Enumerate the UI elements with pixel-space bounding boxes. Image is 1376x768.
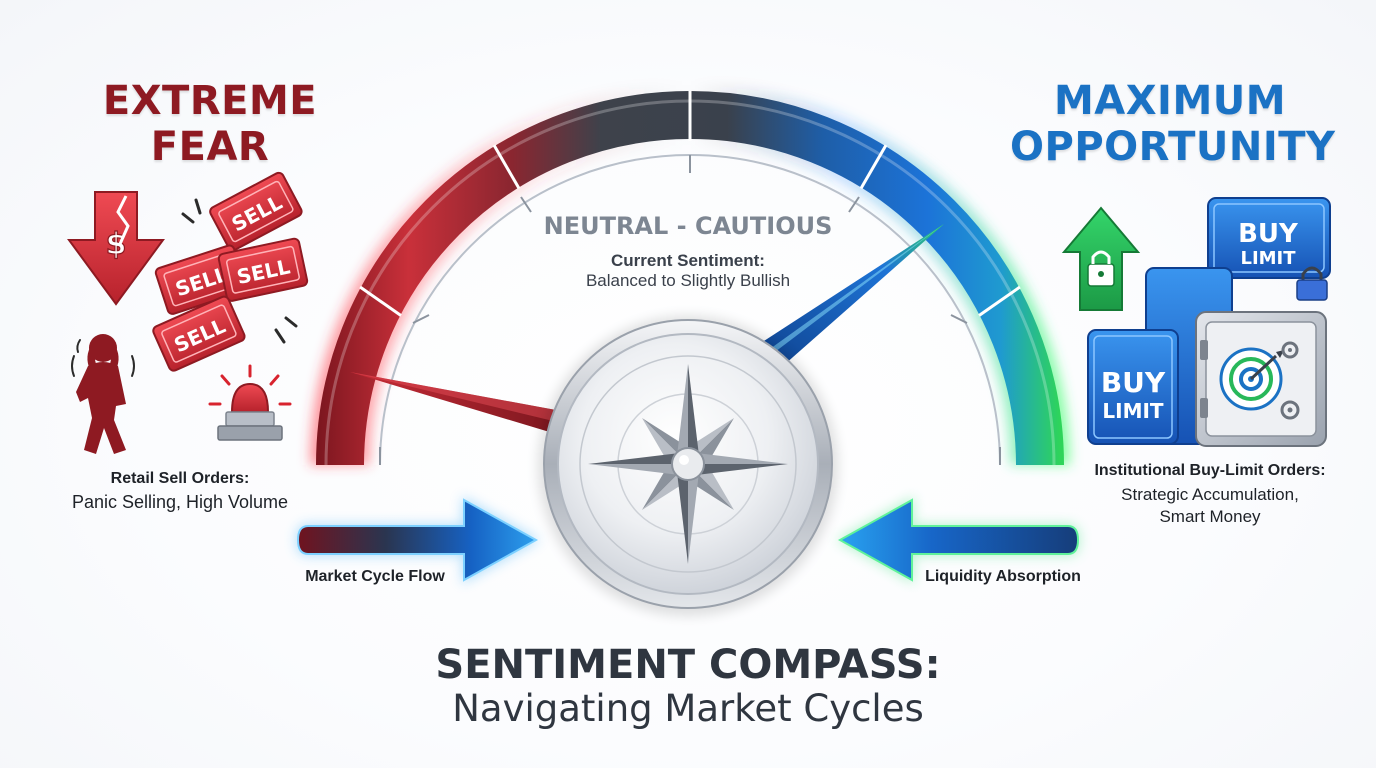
svg-text:BUY: BUY bbox=[1238, 219, 1299, 249]
maximum-opportunity-title-line1: MAXIMUM bbox=[1053, 78, 1287, 124]
liquidity-absorption-label: Liquidity Absorption bbox=[925, 568, 1081, 585]
current-sentiment-value: Balanced to Slightly Bullish bbox=[585, 271, 791, 290]
panicked-person-icon bbox=[71, 334, 135, 454]
liquidity-absorption-arrow bbox=[836, 496, 1080, 584]
market-cycle-flow-arrow bbox=[296, 496, 540, 584]
maximum-opportunity-title-line2: OPPORTUNITY bbox=[1010, 124, 1336, 170]
svg-text:$: $ bbox=[106, 227, 127, 262]
alarm-siren-icon bbox=[208, 364, 292, 441]
main-title: SENTIMENT COMPASS: bbox=[435, 642, 941, 688]
buy-limit-block-icon: BUY LIMIT bbox=[1207, 197, 1331, 279]
gauge-segment-dividers bbox=[359, 91, 1021, 317]
svg-text:LIMIT: LIMIT bbox=[1102, 399, 1164, 423]
vault-target-icon bbox=[1195, 311, 1327, 447]
sell-ticket-icon: SELL SELL SELL SELL bbox=[152, 171, 309, 372]
main-subtitle: Navigating Market Cycles bbox=[452, 687, 924, 730]
maximum-opportunity-title: MAXIMUM OPPORTUNITY bbox=[1010, 78, 1335, 170]
current-sentiment-heading: Current Sentiment: bbox=[611, 251, 765, 270]
retail-sell-orders-text: Panic Selling, High Volume bbox=[71, 492, 289, 512]
locked-up-arrow-icon bbox=[1061, 206, 1141, 311]
sentiment-gauge bbox=[310, 85, 1070, 466]
institutional-orders-text: Strategic Accumulation, Smart Money bbox=[1121, 485, 1299, 526]
svg-text:BUY: BUY bbox=[1101, 366, 1166, 399]
gauge-ticks bbox=[379, 155, 1001, 465]
extreme-fear-title-line1: EXTREME bbox=[102, 78, 318, 124]
extreme-fear-title: EXTREME FEAR bbox=[60, 78, 360, 170]
gauge-zone-label: NEUTRAL - CAUTIOUS bbox=[543, 212, 833, 240]
padlock-icon bbox=[1296, 266, 1328, 301]
falling-dollar-arrow-icon: $ bbox=[67, 191, 165, 306]
extreme-fear-title-line2: FEAR bbox=[150, 124, 270, 170]
retail-sell-orders-heading: Retail Sell Orders: bbox=[110, 470, 250, 487]
svg-text:LIMIT: LIMIT bbox=[1240, 248, 1296, 269]
market-cycle-flow-label: Market Cycle Flow bbox=[305, 568, 445, 585]
sentiment-needle bbox=[750, 224, 944, 372]
compass-icon bbox=[538, 316, 838, 616]
institutional-orders-heading: Institutional Buy-Limit Orders: bbox=[1094, 462, 1326, 479]
buy-limit-block-icon: BUY LIMIT bbox=[1087, 329, 1179, 445]
